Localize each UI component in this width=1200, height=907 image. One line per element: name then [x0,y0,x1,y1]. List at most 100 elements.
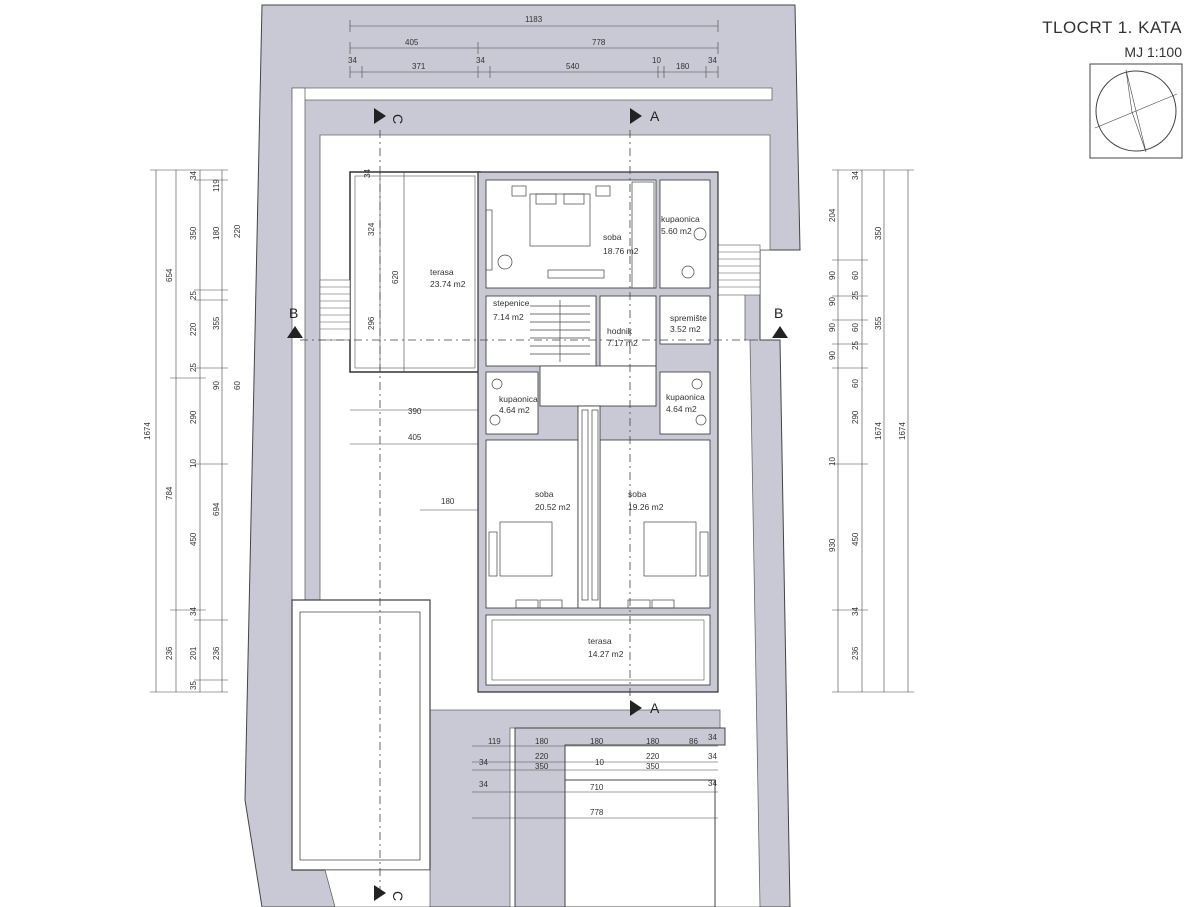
dim-bottom-row2a-2: 34 [708,752,717,761]
dim-bottom-row1-4: 86 [689,737,698,746]
dim-top-row3-3: 540 [566,62,580,71]
room-label-terasa-bottom-area: 14.27 m2 [588,649,624,659]
dim-left-col3-10: 35 [189,681,198,690]
drawing-title: TLOCRT 1. KATA MJ 1:100 [1042,18,1182,60]
room-label-kupaonica-top-name: kupaonica [661,214,700,224]
room-label-kupaonica-l-area: 4.64 m2 [499,405,530,415]
dim-bottom-row1-0: 119 [488,737,501,746]
dim-right-col2-1: 60 [851,271,860,280]
dim-right-col1-0: 204 [828,208,837,222]
dim-bottom-row1-3: 180 [646,737,660,746]
section-c-top-label: C [390,114,406,124]
right-dimension-labels: 204 90 90 90 90 10 930 34 60 25 60 25 60… [828,171,907,660]
dim-top-total: 1183 [525,15,543,24]
dim-left-col3-1: 350 [189,226,198,240]
dim-right-col2-2: 25 [851,291,860,300]
furniture [485,181,709,609]
room-label-stepenice-name: stepenice [493,298,530,308]
dim-left-col5-1: 60 [233,381,242,390]
dim-right-col4-0: 1674 [898,422,907,440]
dim-left-col3-4: 25 [189,363,198,372]
dim-right-col2-7: 450 [851,532,860,546]
dim-top-row3-6: 34 [708,56,717,65]
dim-left-col3-0: 34 [189,171,198,180]
dim-left-col2-2: 236 [165,646,174,660]
dim-left-col1: 1674 [143,422,152,440]
dim-left-col3-3: 220 [189,322,198,336]
dim-right-col2-3: 60 [851,323,860,332]
dim-left-col4-4: 694 [212,502,221,516]
dim-bottom-row1-1: 180 [535,737,549,746]
inner-dimension-labels: 34 324 620 296 390 405 180 [363,169,455,506]
dim-terasa-v-1: 324 [367,222,376,236]
dim-left-col2-0: 654 [165,268,174,282]
dim-right-col2-9: 236 [851,646,860,660]
room-label-soba-top-area: 18.76 m2 [603,246,639,256]
room-label-soba-top-name: soba [603,232,622,242]
room-label-kupaonica-top-area: 5.60 m2 [661,226,692,236]
section-b-left-label: B [289,305,298,321]
dim-right-col1-6: 930 [828,538,837,552]
dim-top-row2-1: 778 [592,38,606,47]
room-label-terasa-bottom-name: terasa [588,636,612,646]
room-label-stepenice-area: 7.14 m2 [493,312,524,322]
drawing-scale: MJ 1:100 [1124,44,1182,60]
dim-right-col3-1: 355 [874,316,883,330]
room-label-hodnik-name: hodnik [607,326,633,336]
dim-bottom-row4-0: 34 [479,780,488,789]
dim-left-col3-5: 290 [189,410,198,424]
room-label-terasa-left-area: 23.74 m2 [430,279,466,289]
dim-inner-h-2: 180 [441,497,455,506]
dim-right-col2-4: 25 [851,341,860,350]
dim-left-col4-1: 180 [212,226,221,240]
section-markers: C A A C B B [287,108,788,901]
dim-right-col1-5: 10 [828,457,837,466]
dim-right-col2-5: 60 [851,379,860,388]
dim-top-row3-5: 180 [676,62,690,71]
dim-bottom-row3-0: 34 [479,758,488,767]
dim-bottom-row1-5: 34 [708,733,717,742]
dim-inner-h-0: 390 [408,407,422,416]
dim-left-col3-7: 450 [189,532,198,546]
dim-bottom-row2a-0: 220 [535,752,549,761]
dim-left-col4-5: 236 [212,646,221,660]
compass-icon [1089,63,1183,159]
dim-left-col4-2: 355 [212,316,221,330]
dim-left-col3-6: 10 [189,459,198,468]
left-dimension-labels: 1674 654 784 236 34 350 25 220 25 290 10… [143,171,242,690]
section-a-bottom-label: A [650,700,660,716]
top-dimensions [349,20,719,78]
top-dimension-labels: 1183 405 778 34 371 34 540 10 180 34 [348,15,717,71]
room-label-soba-r-area: 19.26 m2 [628,502,664,512]
dim-left-col3-8: 34 [189,607,198,616]
left-dimensions [150,169,228,693]
dim-top-row3-4: 10 [652,56,661,65]
dim-left-col2-1: 784 [165,486,174,500]
dim-terasa-v-0: 34 [363,169,372,178]
room-label-hodnik-area: 7.17 m2 [607,338,638,348]
dim-right-col3-0: 350 [874,226,883,240]
dim-right-col2-0: 34 [851,171,860,180]
inner-dimensions [350,172,478,511]
dim-right-col3-2: 1674 [874,422,883,440]
room-label-kupaonica-r-name: kupaonica [666,392,705,402]
dim-right-col1-1: 90 [828,271,837,280]
dim-bottom-row2b-1: 10 [595,758,604,767]
dim-right-col2-6: 290 [851,410,860,424]
room-label-kupaonica-r-area: 4.64 m2 [666,404,697,414]
dim-top-row3-2: 34 [476,56,485,65]
room-label-kupaonica-l-name: kupaonica [499,394,538,404]
dim-bottom-row3-2: 34 [708,779,717,788]
dim-right-col1-3: 90 [828,323,837,332]
drawing-title-line1: TLOCRT 1. KATA [1042,18,1182,37]
dim-bottom-row2b-2: 350 [646,762,660,771]
stairs-right [714,244,761,296]
dim-right-col2-8: 34 [851,607,860,616]
right-dimensions [832,169,914,693]
dim-left-col5-0: 220 [233,224,242,238]
room-label-soba-l-name: soba [535,489,554,499]
dim-top-row3-1: 371 [412,62,426,71]
dim-bottom-row4-1: 778 [590,808,604,817]
dim-top-row2-0: 405 [405,38,419,47]
